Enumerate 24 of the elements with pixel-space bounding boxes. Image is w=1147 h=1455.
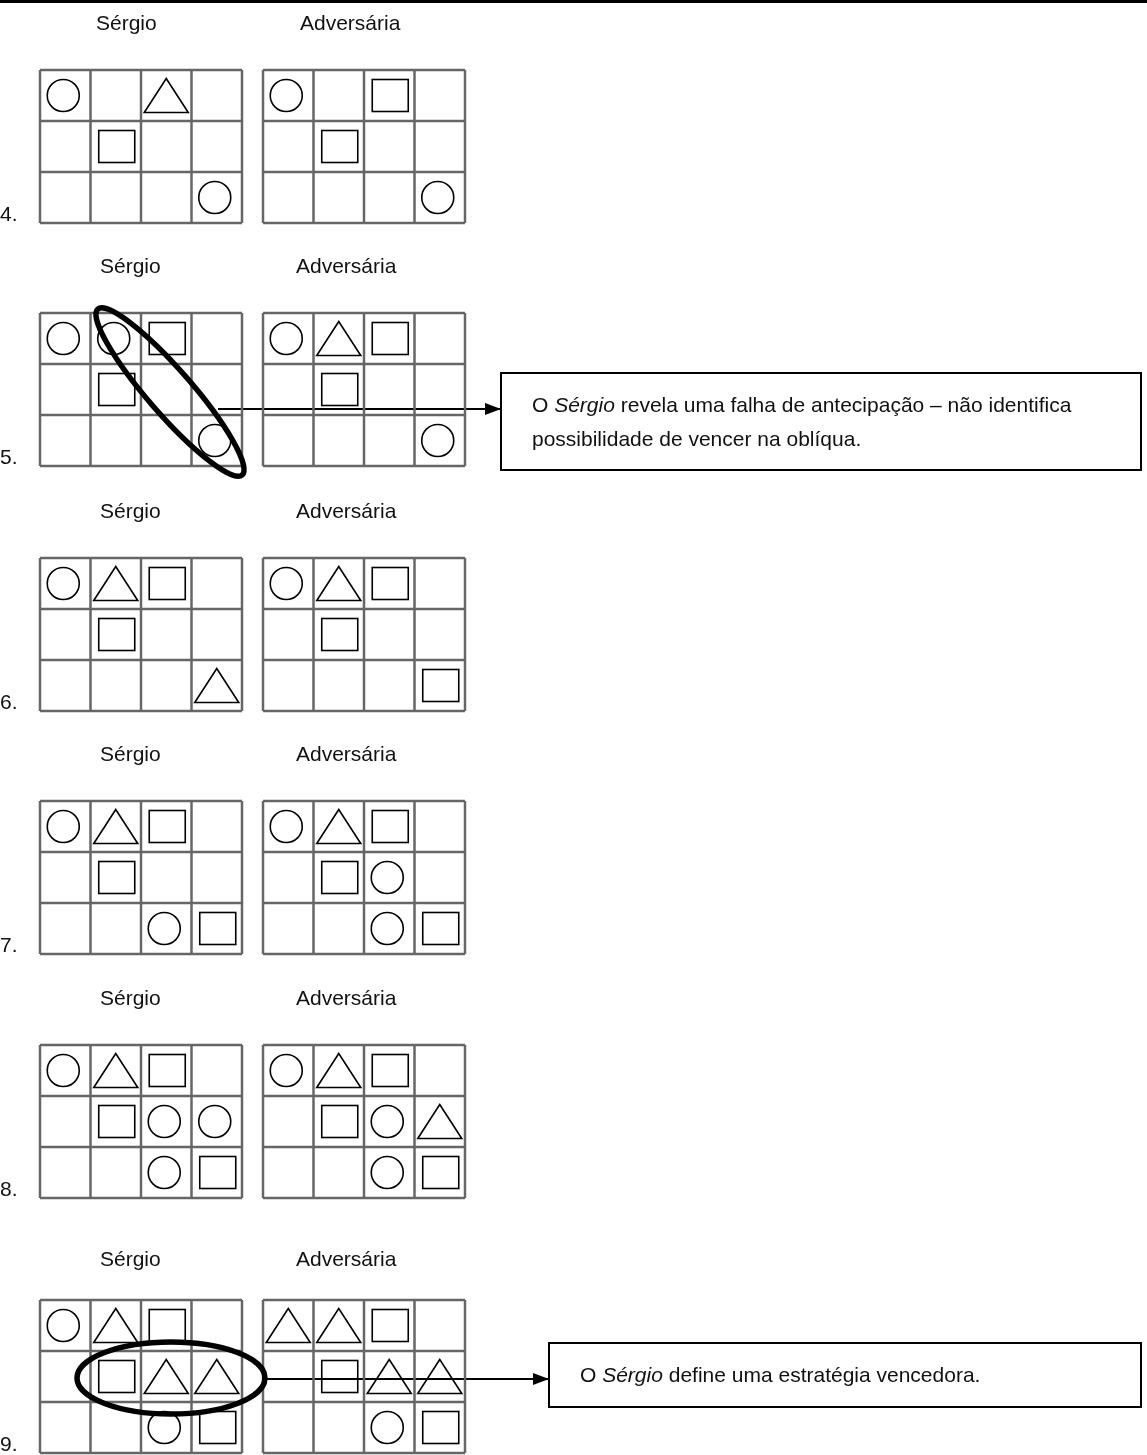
arrow <box>217 403 501 415</box>
row-number: 9. <box>0 1433 18 1454</box>
row-number: 5. <box>0 446 18 467</box>
player-name: Sérgio <box>100 987 161 1008</box>
callout-box: O Sérgio define uma estratégia vencedora. <box>548 1342 1142 1408</box>
player-name: Sérgio <box>100 500 161 521</box>
highlight-ellipse <box>95 305 245 477</box>
player-name: Adversária <box>296 1248 397 1269</box>
row-number: 6. <box>0 691 18 712</box>
arrow <box>265 1373 549 1385</box>
player-name: Adversária <box>300 12 401 33</box>
row-number: 7. <box>0 934 18 955</box>
highlight-ellipse <box>74 1338 268 1418</box>
player-name: Sérgio <box>100 1248 161 1269</box>
row-number: 8. <box>0 1178 18 1199</box>
row-number: 4. <box>0 203 18 224</box>
player-name: Adversária <box>296 255 397 276</box>
callout-box: O Sérgio revela uma falha de antecipação – não identifica possibilidade de vencer na oblíqua. <box>500 372 1142 472</box>
player-name: Adversária <box>296 743 397 764</box>
player-name: Adversária <box>296 500 397 521</box>
player-name: Sérgio <box>100 743 161 764</box>
player-name: Sérgio <box>96 12 157 33</box>
player-name: Sérgio <box>100 255 161 276</box>
player-name: Adversária <box>296 987 397 1008</box>
